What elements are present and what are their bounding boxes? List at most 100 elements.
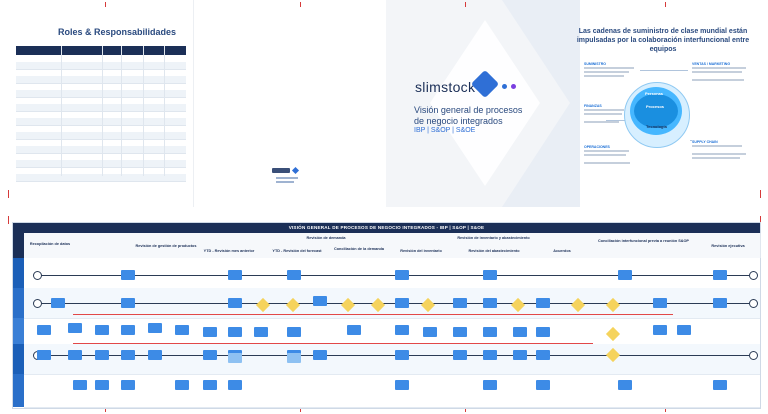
- roles-table-column-divider: [61, 46, 62, 176]
- process-step-box: [51, 298, 65, 308]
- roles-table-column-divider: [102, 46, 103, 176]
- process-step-box: [148, 323, 162, 333]
- dept-label-operaciones: OPERACIONES: [584, 145, 610, 149]
- header-ytd-forecast: YTD - Revisión del forecast: [272, 249, 322, 253]
- connector-line: [606, 120, 626, 121]
- dept-text: [584, 162, 630, 164]
- process-step-box: [228, 353, 242, 363]
- back-cover-text: [276, 181, 294, 183]
- header-recopilacion: Recopilación de datos: [29, 242, 71, 246]
- process-swimlane-diagram: VISIÓN GENERAL DE PROCESOS DE NEGOCIO IN…: [12, 222, 761, 409]
- lane-tag: [13, 318, 24, 344]
- dept-text: [584, 109, 624, 111]
- process-step-box: [513, 350, 527, 360]
- process-step-box: [148, 350, 162, 360]
- process-step-box: [95, 325, 109, 335]
- roles-table: [16, 46, 186, 182]
- process-step-box: [395, 380, 409, 390]
- process-step-box: [73, 380, 87, 390]
- column-header: [696, 233, 761, 258]
- lane-tag: [13, 233, 24, 258]
- feedback-flow-line: [73, 343, 593, 344]
- process-step-box: [347, 325, 361, 335]
- header-acuerdos: Acuerdos: [553, 249, 571, 253]
- start-node: [33, 271, 42, 280]
- process-step-box: [121, 380, 135, 390]
- roles-table-row: [16, 174, 186, 182]
- cover-title-line2: de negocio integrados: [414, 116, 503, 126]
- column-header: [24, 233, 77, 258]
- crop-mark: [665, 407, 666, 412]
- header-conciliacion: Conciliación de la demanda: [333, 247, 384, 251]
- process-step-box: [37, 350, 51, 360]
- lane-tag: [13, 344, 24, 374]
- header-inventario-abastecimiento: Revisión de inventario y abastecimiento: [457, 236, 530, 240]
- process-step-box: [395, 270, 409, 280]
- circle-label-procesos: Procesos: [646, 104, 665, 109]
- process-step-box: [618, 380, 632, 390]
- process-step-box: [513, 327, 527, 337]
- process-step-box: [653, 298, 667, 308]
- process-step-box: [121, 325, 135, 335]
- process-step-box: [37, 325, 51, 335]
- column-header: [591, 233, 697, 258]
- crop-mark: [465, 2, 466, 7]
- crop-mark: [665, 2, 666, 7]
- process-step-box: [95, 380, 109, 390]
- circle-label-tecnologia: Tecnología: [646, 124, 667, 129]
- dept-text: [584, 71, 629, 73]
- end-node: [749, 299, 758, 308]
- process-flow-line: [37, 303, 749, 304]
- header-revision-inventario: Revisión del inventario: [400, 249, 442, 253]
- process-step-box: [653, 325, 667, 335]
- dept-label-supply-chain: SUPPLY CHAIN: [692, 140, 718, 144]
- dept-label-finanzas: FINANZAS: [584, 104, 602, 108]
- roles-table-row: [16, 118, 186, 126]
- process-step-box: [287, 353, 301, 363]
- process-step-box: [713, 380, 727, 390]
- crop-mark: [300, 407, 301, 412]
- dept-label-ventas: VENTAS / MARKETING: [692, 62, 731, 66]
- feedback-flow-line: [73, 314, 673, 315]
- roles-table-row: [16, 104, 186, 112]
- process-step-box: [483, 350, 497, 360]
- process-step-box: [228, 298, 242, 308]
- brand-dot-icon: [511, 84, 516, 89]
- dept-text: [692, 71, 742, 73]
- process-step-box: [395, 298, 409, 308]
- brand-dot-icon: [502, 84, 507, 89]
- right-title-line1: Las cadenas de suministro de clase mundi…: [578, 28, 748, 35]
- process-step-box: [483, 298, 497, 308]
- process-step-box: [453, 327, 467, 337]
- process-step-box: [121, 298, 135, 308]
- cover-title-line1: Visión general de procesos: [414, 105, 523, 115]
- process-step-box: [228, 380, 242, 390]
- dept-text: [584, 121, 619, 123]
- process-step-box: [423, 327, 437, 337]
- dept-text: [692, 157, 740, 159]
- process-step-box: [68, 323, 82, 333]
- process-step-box: [313, 296, 327, 306]
- dept-text: [692, 145, 742, 147]
- process-step-box: [536, 298, 550, 308]
- end-node: [749, 351, 758, 360]
- process-step-box: [254, 327, 268, 337]
- lane-row: [24, 344, 760, 375]
- roles-table-row: [16, 62, 186, 70]
- process-step-box: [203, 327, 217, 337]
- dept-label-suministro: SUMINISTRO: [584, 62, 606, 66]
- process-step-box: [713, 298, 727, 308]
- dept-text: [584, 113, 622, 115]
- roles-table-row: [16, 132, 186, 140]
- process-step-box: [453, 350, 467, 360]
- roles-table-row: [16, 160, 186, 168]
- crop-mark: [8, 216, 9, 224]
- crop-mark: [105, 407, 106, 412]
- crop-mark: [105, 2, 106, 7]
- crop-mark: [760, 216, 761, 224]
- process-step-box: [121, 350, 135, 360]
- dept-text: [584, 75, 624, 77]
- process-step-box: [203, 350, 217, 360]
- process-step-box: [453, 298, 467, 308]
- process-step-box: [536, 327, 550, 337]
